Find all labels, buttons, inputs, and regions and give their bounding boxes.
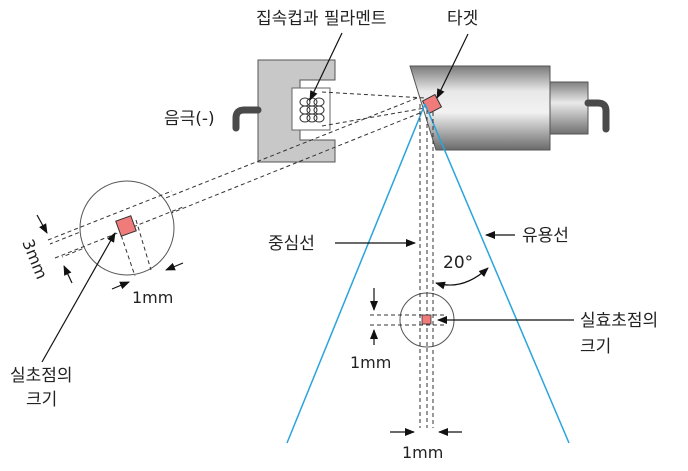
dim-1mm-real-arrows [111, 262, 184, 290]
real-focal-spot-circle [47, 180, 184, 277]
target-leader [436, 33, 469, 99]
useful-line-label: 유용선 [522, 226, 569, 246]
dim-3mm-label: 3mm [18, 236, 51, 281]
dim-1mm-real-label: 1mm [132, 288, 173, 307]
angle-arc [435, 267, 489, 290]
center-line-label: 중심선 [268, 234, 315, 254]
angle-label: 20° [443, 253, 473, 273]
target-label: 타겟 [447, 9, 478, 29]
real-focus-leader [41, 232, 116, 363]
useful-beam-lines [286, 103, 570, 444]
central-ray [419, 104, 434, 428]
cup-filament-leader [309, 32, 343, 101]
real-focus-label-line1: 실초점의 [10, 366, 73, 386]
anode-tube [409, 65, 610, 151]
dim-1mm-effective-label: 1mm [350, 353, 391, 372]
effective-focus-label-line1: 실효초점의 [580, 311, 658, 331]
dim-3mm-arrows [36, 214, 73, 284]
cup-filament-label: 집속컵과 필라멘트 [256, 9, 387, 29]
dim-1mm-bottom-label: 1mm [402, 443, 443, 462]
electron-beam [321, 91, 426, 127]
real-focus-label-line2: 크기 [26, 390, 57, 410]
effective-focus-label-line2: 크기 [580, 337, 611, 357]
filament-coil [299, 97, 325, 123]
cathode-label: 음극(-) [164, 109, 215, 129]
cathode-cup [232, 59, 336, 163]
